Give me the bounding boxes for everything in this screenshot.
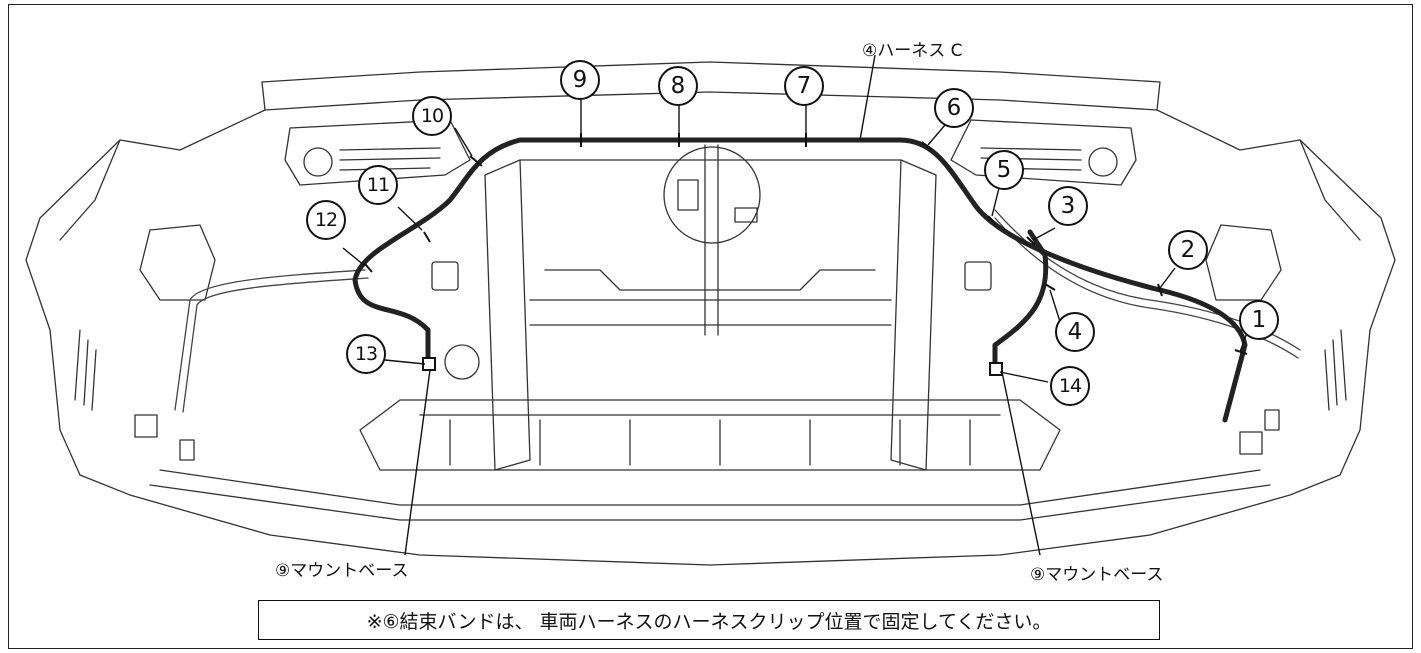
callout-13: 13 (346, 334, 386, 374)
mount-base-label-left: ⑨マウントベース (275, 561, 409, 581)
callout-5: 5 (984, 150, 1024, 190)
callout-10: 10 (412, 96, 452, 136)
callout-11: 11 (358, 165, 398, 205)
harness-c-label: ④ハーネス C (862, 41, 963, 61)
callout-1: 1 (1239, 300, 1279, 340)
callout-6: 6 (934, 88, 974, 128)
note-text: ※⑥結束バンドは、 車両ハーネスのハーネスクリップ位置で固定してください。 (366, 610, 1052, 633)
mount-base-label-right: ⑨マウントベース (1030, 565, 1164, 585)
callout-7: 7 (784, 66, 824, 106)
callout-8: 8 (658, 66, 698, 106)
callout-14: 14 (1050, 366, 1090, 406)
callout-3: 3 (1048, 186, 1088, 226)
callout-4: 4 (1055, 312, 1095, 352)
callout-12: 12 (306, 200, 346, 240)
callout-2: 2 (1168, 230, 1208, 270)
diagram-frame (8, 4, 1413, 649)
note-box: ※⑥結束バンドは、 車両ハーネスのハーネスクリップ位置で固定してください。 (258, 600, 1160, 640)
callout-9: 9 (560, 60, 600, 100)
